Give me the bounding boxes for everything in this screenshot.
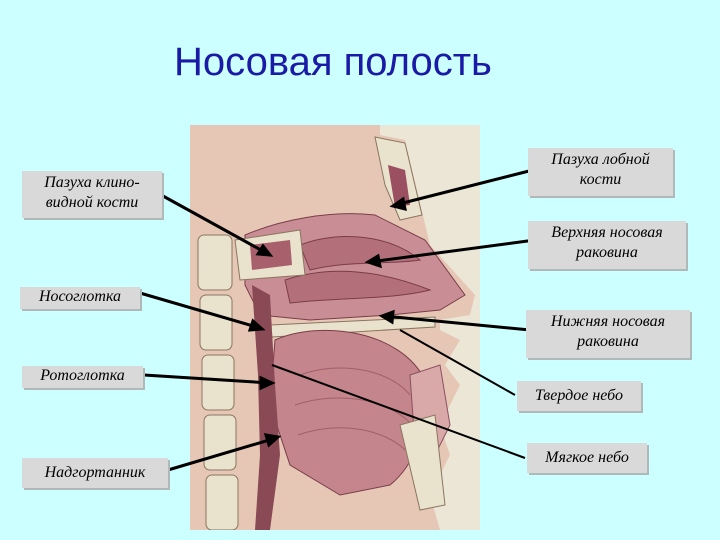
label-soft-palate: Мягкое небо bbox=[527, 443, 647, 473]
label-oropharynx-text: Ротоглотка bbox=[40, 367, 125, 384]
label-superior-concha-line2: раковина bbox=[576, 244, 638, 261]
label-epiglottis-text: Надгортанник bbox=[44, 464, 146, 481]
slide-title-text: Носовая полость bbox=[174, 40, 492, 84]
nasal-cavity-illustration bbox=[190, 125, 480, 530]
label-oropharynx: Ротоглотка bbox=[22, 366, 143, 388]
label-inferior-concha-line2: раковина bbox=[577, 333, 639, 350]
label-nasopharynx-text: Носоглотка bbox=[38, 288, 122, 305]
label-frontal-sinus: Пазуха лобной кости bbox=[528, 148, 673, 196]
label-soft-palate-text: Мягкое небо bbox=[545, 449, 629, 466]
label-inferior-concha: Нижняя носовая раковина bbox=[526, 310, 690, 358]
label-sphenoid-sinus-line2: видной кости bbox=[45, 194, 139, 211]
label-nasopharynx: Носоглотка bbox=[20, 287, 140, 309]
label-hard-palate: Твердое небо bbox=[517, 381, 641, 411]
label-hard-palate-text: Твердое небо bbox=[534, 387, 623, 404]
label-frontal-sinus-line2: кости bbox=[579, 171, 622, 188]
label-inferior-concha-line1: Нижняя носовая bbox=[550, 313, 666, 330]
sphenoid-sinus bbox=[250, 240, 292, 270]
label-superior-concha: Верхняя носовая раковина bbox=[528, 221, 686, 269]
label-sphenoid-sinus-line1: Пазуха клино- bbox=[44, 174, 140, 191]
label-frontal-sinus-line1: Пазуха лобной bbox=[551, 151, 650, 168]
label-epiglottis: Надгортанник bbox=[22, 458, 168, 488]
label-sphenoid-sinus: Пазуха клино- видной кости bbox=[22, 171, 162, 218]
label-superior-concha-line1: Верхняя носовая bbox=[551, 224, 663, 241]
middle-concha bbox=[284, 270, 432, 304]
